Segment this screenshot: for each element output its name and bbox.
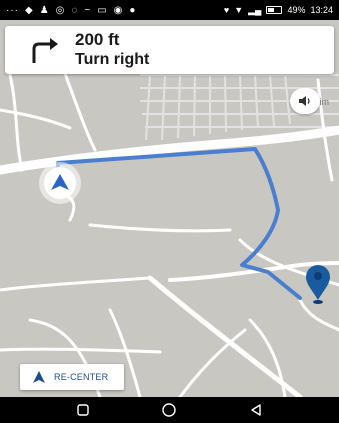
route-line: [56, 147, 302, 300]
recenter-button[interactable]: RE-CENTER: [20, 364, 124, 390]
triangle-back-icon: [251, 404, 261, 416]
current-location-marker[interactable]: [39, 162, 81, 204]
chat-icon: ●: [129, 4, 137, 16]
instruction-text: 200 ft Turn right: [75, 30, 149, 70]
whatsapp-icon: ◌: [71, 4, 79, 16]
person-icon: ♟: [39, 4, 50, 16]
circle-icon: ◎: [55, 4, 66, 16]
wifi-icon: ▼: [234, 5, 244, 15]
target-icon: ◉: [113, 4, 124, 16]
volume-icon: [299, 96, 310, 106]
turn-instruction: Turn right: [75, 51, 150, 68]
location-pin-icon: ♥: [223, 5, 230, 15]
system-navigation-bar: [0, 397, 339, 423]
tilde-icon: ~: [84, 4, 92, 16]
battery-icon: [266, 6, 283, 14]
location-icon: ◆: [25, 4, 34, 16]
navigation-instruction-card[interactable]: 200 ft Turn right: [5, 26, 334, 74]
clock-time: 13:24: [310, 5, 333, 15]
turn-distance: 200 ft: [75, 30, 120, 49]
system-status: ♥ ▼ ▂▄ 49% 13:24: [224, 5, 333, 16]
signal-icon: ▂▄: [248, 4, 262, 15]
message-icon: ▭: [97, 4, 108, 16]
recenter-label: RE-CENTER: [54, 372, 109, 382]
notification-icons: ··· ◆ ♟ ◎ ◌ ~ ▭ ◉ ●: [6, 5, 136, 16]
city-grid: [140, 74, 339, 141]
square-recents-icon: [77, 404, 89, 416]
more-dots-icon: ···: [6, 4, 19, 16]
recents-button[interactable]: [68, 400, 98, 420]
turn-right-arrow-icon: [32, 38, 58, 63]
sound-toggle-button[interactable]: [290, 88, 320, 114]
map-view[interactable]: Jim: [0, 20, 339, 397]
street-label: Jim: [315, 97, 329, 107]
status-bar: ··· ◆ ♟ ◎ ◌ ~ ▭ ◉ ● ♥ ▼ ▂▄ 49% 13:24: [0, 0, 339, 20]
battery-percent: 49%: [287, 5, 306, 15]
circle-home-icon: [162, 403, 177, 417]
map-canvas[interactable]: Jim: [0, 20, 339, 397]
home-button[interactable]: [154, 400, 184, 420]
destination-pin[interactable]: [306, 265, 330, 304]
navigation-arrow-icon: [33, 371, 45, 383]
back-button[interactable]: [241, 400, 271, 420]
